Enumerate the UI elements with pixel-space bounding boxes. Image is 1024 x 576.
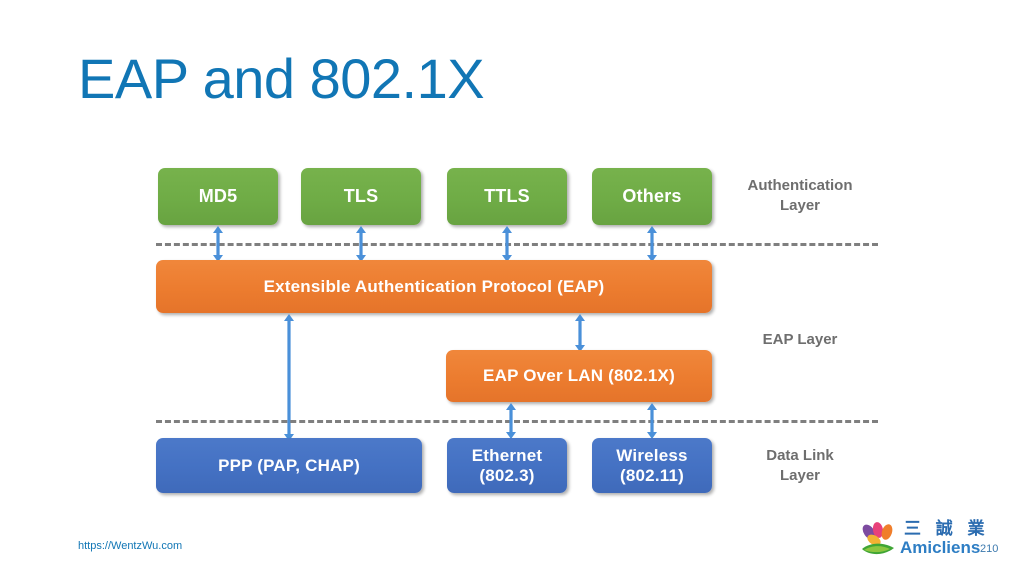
layer-separator-auth-eap [156,243,878,246]
node-label: Others [622,186,682,207]
node-ppp[interactable]: PPP (PAP, CHAP) [156,438,422,493]
connector-md5-eap [211,226,225,262]
node-label: TLS [343,186,379,207]
page-number: 210 [980,543,999,555]
node-eap-over-lan[interactable]: EAP Over LAN (802.1X) [446,350,712,402]
node-md5[interactable]: MD5 [158,168,278,225]
page-title: EAP and 802.1X [78,47,485,110]
node-label: Ethernet (802.3) [471,446,543,485]
logo-chinese-name: 三 誠 業 [904,519,990,538]
node-eap[interactable]: Extensible Authentication Protocol (EAP) [156,260,712,313]
node-label: PPP (PAP, CHAP) [218,455,360,475]
node-others[interactable]: Others [592,168,712,225]
caption-data-link-layer: Data Link Layer [766,447,834,485]
footer-url-link[interactable]: https://WentzWu.com [78,540,183,552]
connector-eapol-wireless [645,403,659,439]
node-label: TTLS [484,186,530,207]
connector-eap-eapol [573,314,587,352]
node-label: Wireless (802.11) [616,446,688,485]
logo-english-name: Amicliens [900,538,981,557]
caption-eap-layer: EAP Layer [762,331,838,348]
brand-logo: 三 誠 業 Amicliens [860,520,984,562]
connector-tls-eap [354,226,368,262]
node-label: Extensible Authentication Protocol (EAP) [263,276,605,296]
connector-ttls-eap [500,226,514,262]
node-ttls[interactable]: TTLS [447,168,567,225]
caption-authentication-layer: Authentication Layer [747,177,853,215]
connector-eap-ppp [282,314,296,441]
layer-separator-eap-datalink [156,420,878,423]
node-ethernet[interactable]: Ethernet (802.3) [447,438,567,493]
flower-leaf-logo-icon [860,522,902,558]
node-wireless[interactable]: Wireless (802.11) [592,438,712,493]
node-label: MD5 [198,186,238,207]
connector-eapol-ethernet [504,403,518,439]
node-label: EAP Over LAN (802.1X) [483,366,675,386]
node-tls[interactable]: TLS [301,168,421,225]
connector-others-eap [645,226,659,262]
